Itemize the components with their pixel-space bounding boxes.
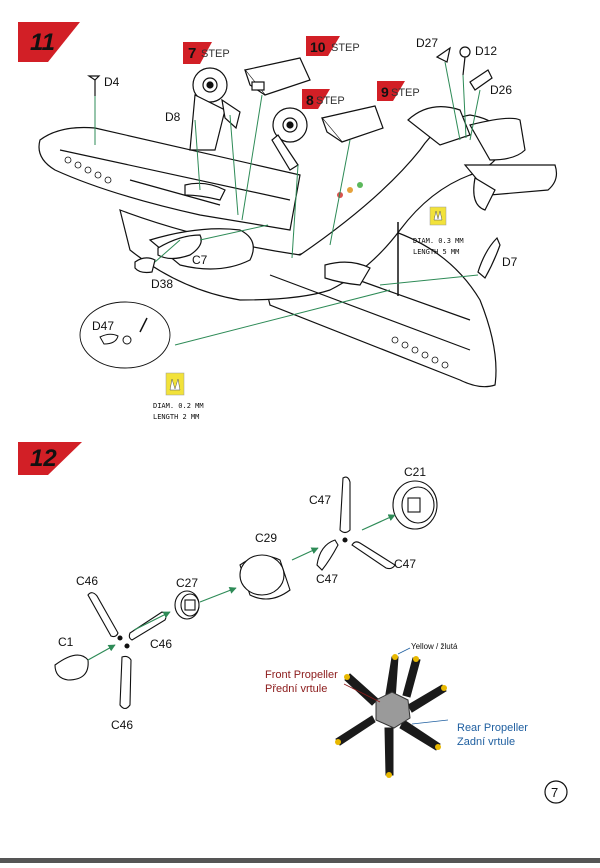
label-D7: D7 bbox=[502, 255, 518, 269]
yellow-color-note: Yellow / žlutá bbox=[411, 642, 458, 651]
label-C46-b: C46 bbox=[150, 637, 172, 651]
inset-D47 bbox=[79, 301, 171, 369]
glove-note-icon-2 bbox=[165, 372, 185, 396]
substep-8-flag: 8 STEP bbox=[302, 89, 345, 109]
propeller-diagram bbox=[335, 647, 449, 778]
label-D47: D47 bbox=[92, 319, 114, 333]
label-C27: C27 bbox=[176, 576, 198, 590]
arrows-step12 bbox=[87, 514, 396, 661]
hub-C29 bbox=[239, 554, 291, 600]
label-C47-a: C47 bbox=[309, 493, 331, 507]
label-C29: C29 bbox=[255, 531, 277, 545]
spinner-back-C21 bbox=[392, 480, 438, 530]
left-blades bbox=[87, 592, 167, 710]
rear-propeller-cz: Zadní vrtule bbox=[457, 736, 515, 748]
rear-propeller-en: Rear Propeller bbox=[457, 722, 528, 734]
step-12-number: 12 bbox=[30, 445, 57, 472]
step-11-number: 11 bbox=[30, 29, 55, 56]
label-D12: D12 bbox=[475, 44, 497, 58]
substep-7-word: STEP bbox=[201, 48, 230, 60]
substep-10-word: STEP bbox=[331, 42, 360, 54]
parts-D27-D12-D26 bbox=[435, 46, 493, 91]
part-C7-D38-shapes bbox=[134, 234, 202, 274]
right-blades bbox=[316, 476, 396, 571]
note-1-line2: LENGTH 5 MM bbox=[413, 248, 459, 256]
note-2-line1: DIAM. 0.2 MM bbox=[153, 402, 204, 410]
page-number-badge: 7 bbox=[544, 780, 568, 804]
label-C1: C1 bbox=[58, 635, 74, 649]
door-step10 bbox=[243, 57, 311, 96]
substep-8-num: 8 bbox=[306, 92, 314, 108]
leader-lines-step11 bbox=[94, 61, 481, 346]
label-D4: D4 bbox=[104, 75, 120, 89]
label-C21: C21 bbox=[404, 465, 426, 479]
step-12-badge: 12 bbox=[18, 442, 82, 475]
label-D8: D8 bbox=[165, 110, 181, 124]
substep-9-word: STEP bbox=[391, 87, 420, 99]
glove-note-icon-1 bbox=[429, 206, 447, 226]
door-step9 bbox=[320, 105, 384, 143]
step-11-badge: 11 bbox=[18, 22, 80, 62]
substep-9-flag: 9 STEP bbox=[377, 81, 420, 101]
wing-holes bbox=[64, 156, 449, 369]
substep-9-num: 9 bbox=[381, 84, 389, 100]
label-C47-c: C47 bbox=[394, 557, 416, 571]
note-1-line1: DIAM. 0.3 MM bbox=[413, 237, 464, 245]
note-2-line2: LENGTH 2 MM bbox=[153, 413, 199, 421]
spinner-C1 bbox=[54, 654, 89, 681]
label-D38: D38 bbox=[151, 277, 173, 291]
aircraft-underside-drawing bbox=[38, 106, 558, 388]
substep-7-flag: 7 STEP bbox=[183, 42, 230, 64]
page-bottom-edge bbox=[0, 858, 600, 863]
hub-C27 bbox=[174, 590, 200, 620]
substep-10-num: 10 bbox=[310, 39, 326, 55]
label-D26: D26 bbox=[490, 83, 512, 97]
substep-8-word: STEP bbox=[316, 95, 345, 107]
part-D4-shape bbox=[87, 75, 101, 96]
label-C47-b: C47 bbox=[316, 572, 338, 586]
wheel-step7 bbox=[189, 67, 241, 151]
label-C46-a: C46 bbox=[76, 574, 98, 588]
substep-7-num: 7 bbox=[188, 45, 196, 62]
front-propeller-en: Front Propeller bbox=[265, 669, 338, 681]
label-C46-c: C46 bbox=[111, 718, 133, 732]
substep-10-flag: 10 STEP bbox=[306, 36, 360, 56]
label-D27: D27 bbox=[416, 36, 438, 50]
wheel-step8 bbox=[271, 107, 308, 171]
label-C7: C7 bbox=[192, 253, 208, 267]
front-propeller-cz: Přední vrtule bbox=[265, 683, 327, 695]
page-number: 7 bbox=[551, 785, 558, 800]
part-D7-shape bbox=[477, 236, 501, 279]
